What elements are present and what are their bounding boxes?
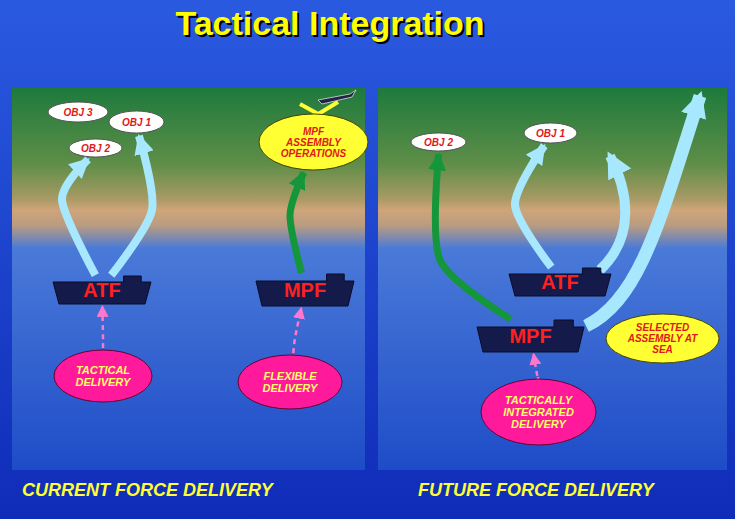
text-block: OBJ 1 — [532, 128, 570, 139]
text-block: FLEXIBLE DELIVERY — [254, 370, 326, 394]
ellipse-outline — [606, 314, 719, 363]
ship-shape: MPF — [477, 320, 584, 352]
ship-hull — [477, 320, 584, 352]
text-block: OBJ 1 — [117, 117, 156, 128]
ship-hull — [256, 274, 354, 306]
ship-hull — [509, 268, 611, 296]
node-text: OBJ 1 — [532, 128, 570, 139]
delivery-ellipse: TACTICAL DELIVERY — [53, 349, 153, 403]
node-text: TACTICAL DELIVERY — [69, 364, 137, 388]
right-panel — [378, 88, 727, 470]
node-text: TACTICALLY INTEGRATED DELIVERY — [498, 394, 579, 430]
text-block: MPF ASSEMBLY OPERATIONS — [275, 126, 353, 159]
delivery-ellipse: FLEXIBLE DELIVERY — [237, 354, 343, 410]
title: Tactical Integration — [0, 4, 660, 43]
ellipse-outline — [481, 379, 596, 445]
node-text: OBJ 1 — [117, 117, 156, 128]
assembly-ellipse: SELECTED ASSEMBLY AT SEA — [605, 313, 720, 364]
ellipse-outline — [524, 123, 577, 143]
caption: CURRENT FORCE DELIVERY — [22, 480, 273, 501]
node-text: MPF — [262, 279, 348, 301]
ship-hull — [53, 276, 151, 304]
text-block: OBJ 2 — [77, 143, 115, 154]
objective-ellipse: OBJ 2 — [410, 132, 467, 152]
delivery-ellipse: TACTICALLY INTEGRATED DELIVERY — [480, 378, 597, 446]
text-block: TACTICALLY INTEGRATED DELIVERY — [498, 394, 579, 430]
ship-shape: MPF — [256, 274, 354, 306]
ellipse-outline — [54, 350, 152, 402]
dashed-delivery-arrow — [293, 308, 301, 353]
ship-shape: ATF — [509, 268, 611, 296]
node-text: OBJ 2 — [77, 143, 115, 154]
assembly-ellipse: MPF ASSEMBLY OPERATIONS — [258, 113, 369, 171]
left-panel — [12, 88, 365, 470]
node-text: SELECTED ASSEMBLY AT SEA — [622, 322, 703, 355]
ellipse-outline — [259, 114, 368, 170]
caption: FUTURE FORCE DELIVERY — [418, 480, 654, 501]
landing-arrow — [435, 154, 510, 319]
text-block: OBJ 3 — [57, 107, 100, 118]
landing-arrow — [290, 173, 304, 274]
text-block: OBJ 2 — [419, 137, 458, 148]
objective-ellipse: OBJ 2 — [68, 138, 123, 158]
text-block: TACTICAL DELIVERY — [69, 364, 137, 388]
ellipse-outline — [109, 111, 164, 133]
objective-ellipse: OBJ 3 — [47, 101, 109, 123]
landing-arrow — [600, 156, 625, 270]
node-text: MPF — [483, 325, 578, 347]
landing-arrow — [515, 146, 551, 268]
ellipse-outline — [48, 102, 108, 122]
ship-shape: ATF — [53, 276, 151, 304]
text-block: MPF — [483, 325, 578, 347]
node-text: OBJ 2 — [419, 137, 458, 148]
text-block: SELECTED ASSEMBLY AT SEA — [622, 322, 703, 355]
dashed-delivery-arrow — [101, 306, 104, 348]
ellipse-outline — [238, 355, 342, 409]
node-text: FLEXIBLE DELIVERY — [254, 370, 326, 394]
text-block: ATF — [59, 279, 145, 301]
ellipse-outline — [69, 139, 122, 157]
node-text: ATF — [59, 279, 145, 301]
node-text: ATF — [515, 271, 605, 293]
text-block: MPF — [262, 279, 348, 301]
text-block: ATF — [515, 271, 605, 293]
objective-ellipse: OBJ 1 — [523, 122, 578, 144]
objective-ellipse: OBJ 1 — [108, 110, 165, 134]
ellipse-outline — [411, 133, 466, 151]
landing-arrow — [111, 136, 152, 275]
node-text: OBJ 3 — [57, 107, 100, 118]
dashed-delivery-arrow — [534, 354, 539, 381]
node-text: MPF ASSEMBLY OPERATIONS — [275, 126, 353, 159]
landing-arrow — [62, 159, 95, 275]
